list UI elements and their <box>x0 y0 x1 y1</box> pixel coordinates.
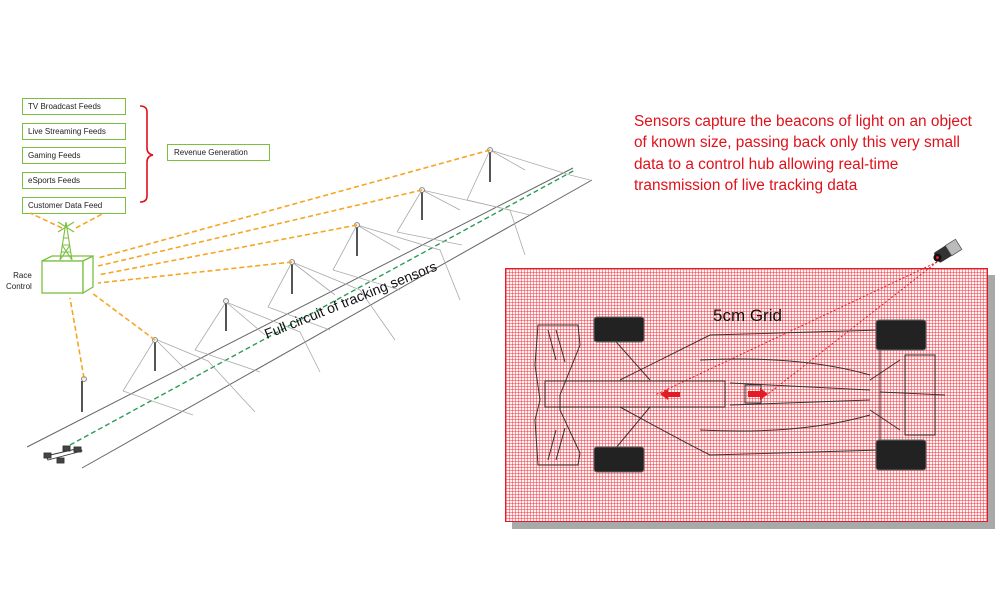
race-car-icon <box>43 445 83 464</box>
race-control-label: Race Control <box>6 270 32 292</box>
radio-tower-icon <box>57 221 75 261</box>
tire-icon <box>593 316 927 473</box>
feed-box-gaming: Gaming Feeds <box>22 147 126 164</box>
feed-box-tv-broadcast: TV Broadcast Feeds <box>22 98 126 115</box>
tracking-sensor-icon <box>81 152 491 412</box>
revenue-generation-box: Revenue Generation <box>167 144 270 161</box>
brace-icon <box>139 105 154 203</box>
track <box>26 167 593 469</box>
feed-box-customer-data: Customer Data Feed <box>22 197 126 214</box>
beacon-arrows <box>660 388 768 400</box>
race-control-label-line1: Race <box>13 271 32 280</box>
car-outline <box>534 324 946 466</box>
sensor-trusses <box>122 149 591 416</box>
grid-panel <box>505 268 988 522</box>
description-text: Sensors capture the beacons of light on … <box>634 113 972 195</box>
camera-sensor-icon <box>933 238 963 263</box>
feed-box-live-streaming: Live Streaming Feeds <box>22 123 126 140</box>
data-links <box>29 149 491 379</box>
feed-box-esports: eSports Feeds <box>22 172 126 189</box>
race-control-label-line2: Control <box>6 282 32 291</box>
control-hub-icon <box>41 254 94 295</box>
grid-label: 5cm Grid <box>713 306 782 325</box>
